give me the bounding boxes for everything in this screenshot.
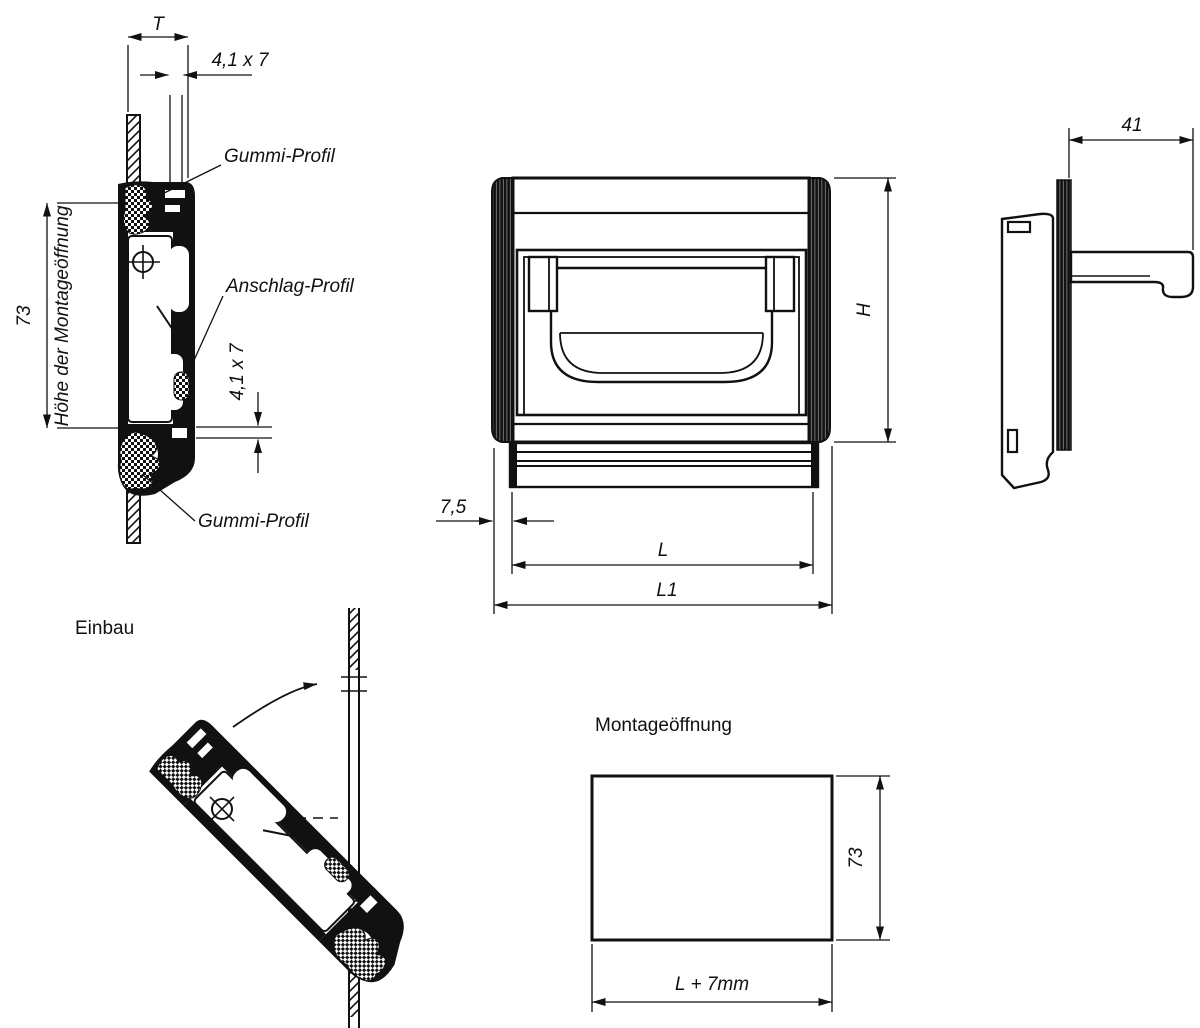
dim-H: H xyxy=(854,303,875,317)
side-end-cap xyxy=(1056,179,1072,451)
side-slot-top xyxy=(1006,220,1032,234)
section-view: T 4,1 x 7 Gummi-Profil Anschlag-Profil 4… xyxy=(14,14,355,544)
dim-inset: 7,5 xyxy=(440,497,467,518)
front-recess xyxy=(513,211,809,426)
dim-T: T xyxy=(152,14,165,35)
end-cap-left xyxy=(491,177,514,443)
dim-slot-top: 4,1 x 7 xyxy=(211,50,269,71)
handle-profile-section xyxy=(116,180,196,497)
front-bottom-strip xyxy=(508,441,820,489)
side-slot-bottom xyxy=(1006,428,1019,454)
handle-profile-tilted xyxy=(146,714,426,994)
side-frame-outline xyxy=(1000,212,1055,490)
section-dimensions xyxy=(43,33,272,522)
rotation-arrow xyxy=(232,682,318,728)
front-dimensions xyxy=(436,177,896,614)
opening-rect xyxy=(590,774,834,942)
label-rubber-bottom: Gummi-Profil xyxy=(198,511,310,532)
dim-depth: 41 xyxy=(1121,115,1142,136)
install-title: Einbau xyxy=(75,618,134,639)
side-dimensions xyxy=(1068,128,1194,250)
label-rubber-top: Gummi-Profil xyxy=(224,146,336,167)
dim-opening-height: 73 xyxy=(14,305,35,327)
side-grip-profile xyxy=(1069,250,1195,299)
handle-face xyxy=(511,176,811,444)
dim-L: L xyxy=(658,540,669,561)
dim-slot-bottom: 4,1 x 7 xyxy=(227,342,248,400)
end-cap-right xyxy=(808,177,831,443)
label-opening-height: Höhe der Montageöffnung xyxy=(52,205,73,426)
opening-title: Montageöffnung xyxy=(595,715,732,736)
opening-view: Montageöffnung 73 L + 7mm xyxy=(590,715,890,1012)
dim-L1: L1 xyxy=(656,580,677,601)
opening-dim-width: L + 7mm xyxy=(675,974,749,995)
front-view: H 7,5 L L1 xyxy=(436,176,896,614)
label-stop-profile: Anschlag-Profil xyxy=(225,276,355,297)
install-view: Einbau xyxy=(75,608,426,1028)
side-view: 41 xyxy=(1000,115,1195,490)
opening-dim-height: 73 xyxy=(846,847,867,869)
opening-dimensions xyxy=(591,775,890,1012)
